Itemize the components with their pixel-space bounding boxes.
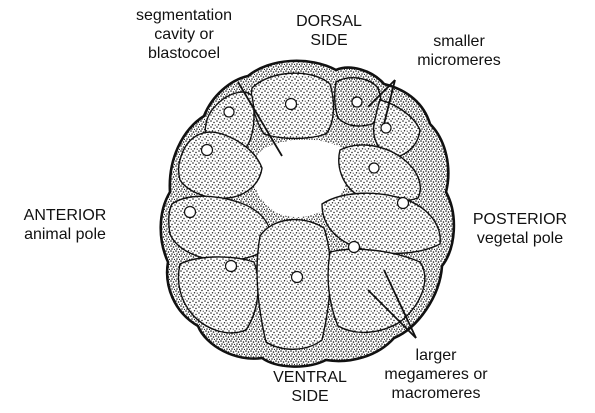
label-line: ANTERIOR <box>2 206 128 225</box>
label-line: VENTRAL <box>260 368 360 387</box>
label-line: segmentation <box>118 6 250 25</box>
nucleus <box>226 261 237 272</box>
nucleus <box>352 97 362 107</box>
label-line: animal pole <box>2 225 128 244</box>
label-dorsal-side: DORSAL SIDE <box>284 12 374 50</box>
nucleus <box>286 99 297 110</box>
label-anterior-animal-pole: ANTERIOR animal pole <box>2 206 128 244</box>
label-line: SIDE <box>260 387 360 406</box>
nucleus <box>398 198 409 209</box>
label-line: micromeres <box>404 51 514 70</box>
nucleus <box>349 242 360 253</box>
label-line: macromeres <box>372 384 500 403</box>
nucleus <box>224 107 234 117</box>
label-line: vegetal pole <box>452 229 588 248</box>
label-posterior-vegetal-pole: POSTERIOR vegetal pole <box>452 210 588 248</box>
label-larger-megameres: larger megameres or macromeres <box>372 346 500 403</box>
cell-ventral <box>257 220 330 350</box>
label-line: larger <box>372 346 500 365</box>
label-smaller-micromeres: smaller micromeres <box>404 32 514 70</box>
nucleus <box>292 272 303 283</box>
label-line: POSTERIOR <box>452 210 588 229</box>
nucleus <box>369 163 379 173</box>
label-line: blastocoel <box>118 44 250 63</box>
label-line: SIDE <box>284 31 374 50</box>
label-segmentation-cavity: segmentation cavity or blastocoel <box>118 6 250 63</box>
label-line: smaller <box>404 32 514 51</box>
label-line: cavity or <box>118 25 250 44</box>
nucleus <box>185 207 196 218</box>
label-ventral-side: VENTRAL SIDE <box>260 368 360 406</box>
nucleus <box>381 123 391 133</box>
label-line: DORSAL <box>284 12 374 31</box>
nucleus <box>202 145 213 156</box>
label-line: megameres or <box>372 365 500 384</box>
